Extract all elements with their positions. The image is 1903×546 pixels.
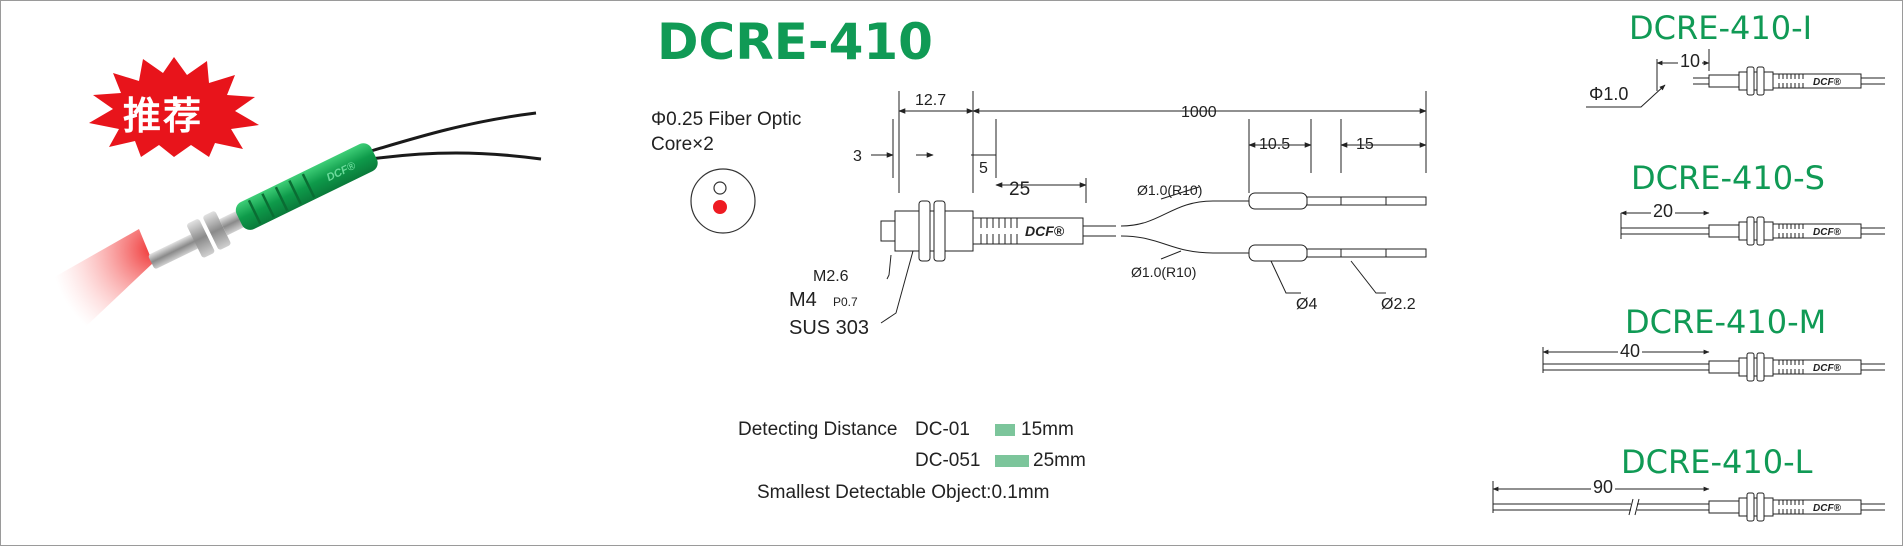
detecting-distance-label: Detecting Distance (738, 419, 898, 440)
dim-15: 15 (1356, 136, 1374, 153)
core-receiver (713, 200, 727, 214)
fiber-cable-top (370, 111, 537, 153)
spec-value-25mm: 25mm (1033, 450, 1086, 471)
spec-value-15mm: 15mm (1021, 419, 1074, 440)
variant-s-length: 20 (1651, 201, 1676, 222)
variant-i-diameter: Φ1.0 (1589, 84, 1629, 104)
thread-pitch: P0.7 (833, 295, 858, 309)
thread-m2-6: M2.6 (813, 268, 849, 285)
spec-swatch-1 (995, 424, 1015, 436)
spec-model-dc-01: DC-01 (915, 419, 970, 440)
drawing-ferrule-top (1248, 192, 1308, 210)
model-title: DCRE-410 (657, 13, 933, 71)
dim-3: 3 (853, 148, 862, 165)
variant-title-m: DCRE-410-M (1625, 303, 1827, 341)
core-label-2: Core×2 (651, 134, 714, 155)
drawing-ferrule-bottom (1248, 244, 1308, 262)
dia-1-0-bottom: Ø1.0(R10) (1131, 264, 1196, 280)
dim-12-7: 12.7 (915, 92, 946, 109)
spec-model-dc-051: DC-051 (915, 450, 981, 471)
core-cross-section (690, 168, 756, 234)
variant-title-s: DCRE-410-S (1631, 159, 1825, 197)
drawing-nut-1 (918, 200, 931, 262)
core-emitter (713, 181, 727, 195)
dimension-drawing: 12.7 1000 3 5 25 10.5 15 Ø1.0(R10) Ø1.0(… (853, 91, 1427, 324)
smallest-object: Smallest Detectable Object:0.1mm (757, 482, 1050, 503)
green-sleeve (235, 143, 378, 230)
core-label-1: Φ0.25 Fiber Optic (651, 109, 802, 130)
recommend-badge (89, 57, 259, 157)
hex-nut-2 (203, 211, 231, 250)
dim-1000: 1000 (1181, 104, 1217, 121)
variant-title-l: DCRE-410-L (1621, 443, 1813, 481)
dia-4: Ø4 (1296, 296, 1317, 313)
product-photo: DCF® (51, 111, 542, 331)
spec-swatch-2 (995, 455, 1029, 467)
variant-i-length: 10 (1678, 51, 1703, 72)
dim-25: 25 (1009, 179, 1030, 200)
dia-2-2: Ø2.2 (1381, 296, 1416, 313)
threaded-tip (148, 234, 199, 269)
variant-drawings: DCF® (1492, 49, 1886, 522)
drawing-brand: DCF® (1025, 223, 1065, 239)
dim-5: 5 (979, 160, 988, 177)
drawing-tip (880, 220, 896, 242)
variant-title-i: DCRE-410-I (1629, 9, 1813, 47)
hex-nut-1 (187, 219, 215, 258)
laser-beam (51, 229, 153, 331)
drawing-sleeve (972, 217, 1084, 245)
variant-l-length: 90 (1591, 477, 1616, 498)
dia-1-0-top: Ø1.0(R10) (1137, 182, 1202, 198)
thread-m4: M4 (789, 289, 817, 311)
fiber-cable-bottom (370, 151, 542, 161)
material: SUS 303 (789, 317, 870, 339)
badge-text: 推荐 (123, 94, 204, 138)
drawing-nut-2 (933, 200, 946, 262)
variant-m-length: 40 (1618, 341, 1643, 362)
dim-10-5: 10.5 (1259, 136, 1290, 153)
